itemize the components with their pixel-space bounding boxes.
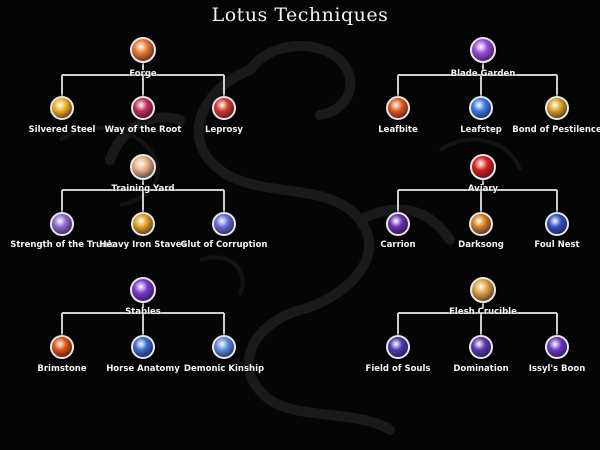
root-icon[interactable] xyxy=(131,96,155,120)
demonic-kinship-icon[interactable] xyxy=(212,335,236,359)
tree-parent-label: Stables xyxy=(125,307,161,317)
technique-label: Issyl's Boon xyxy=(528,364,586,374)
carrion-icon[interactable] xyxy=(386,212,410,236)
training-yard-icon[interactable] xyxy=(130,154,156,180)
technique-label: Brimstone xyxy=(37,364,87,374)
technique-label: Carrion xyxy=(380,240,416,250)
trunk-icon[interactable] xyxy=(50,212,74,236)
aviary-icon[interactable] xyxy=(470,154,496,180)
technique-label: Darksong xyxy=(458,240,504,250)
brimstone-icon[interactable] xyxy=(50,335,74,359)
horse-anatomy-icon[interactable] xyxy=(131,335,155,359)
flesh-crucible-icon[interactable] xyxy=(470,277,496,303)
technique-label: Leafstep xyxy=(460,125,502,135)
tree-parent-label: Blade Garden xyxy=(450,69,516,79)
issyl-boon-icon[interactable] xyxy=(545,335,569,359)
tree-parent-label: Aviary xyxy=(467,184,499,194)
darksong-icon[interactable] xyxy=(469,212,493,236)
technique-label: Silvered Steel xyxy=(28,125,96,135)
technique-label: Field of Souls xyxy=(365,364,431,374)
tree-parent-label: Flesh Crucible xyxy=(449,307,517,317)
technique-label: Heavy Iron Staves xyxy=(99,240,187,250)
tree-parent-label: Forge xyxy=(129,69,157,79)
domination-icon[interactable] xyxy=(469,335,493,359)
technique-label: Glut of Corruption xyxy=(180,240,268,250)
technique-label: Leprosy xyxy=(205,125,243,135)
leafbite-icon[interactable] xyxy=(386,96,410,120)
technique-label: Bond of Pestilence xyxy=(512,125,600,135)
field-of-souls-icon[interactable] xyxy=(386,335,410,359)
blade-garden-icon[interactable] xyxy=(470,37,496,63)
staves-icon[interactable] xyxy=(131,212,155,236)
technique-label: Demonic Kinship xyxy=(183,364,265,374)
stables-icon[interactable] xyxy=(130,277,156,303)
technique-label: Horse Anatomy xyxy=(106,364,180,374)
corruption-icon[interactable] xyxy=(212,212,236,236)
pestilence-icon[interactable] xyxy=(545,96,569,120)
technique-label: Foul Nest xyxy=(534,240,580,250)
page-title: Lotus Techniques xyxy=(211,4,389,26)
technique-label: Strength of the Trunk xyxy=(10,240,114,250)
silvered-steel-icon[interactable] xyxy=(50,96,74,120)
tree-parent-label: Training Yard xyxy=(111,184,175,194)
technique-label: Way of the Root xyxy=(104,125,182,135)
leprosy-icon[interactable] xyxy=(212,96,236,120)
technique-label: Leafbite xyxy=(378,125,418,135)
technique-label: Domination xyxy=(453,364,509,374)
leafstep-icon[interactable] xyxy=(469,96,493,120)
forge-fire-icon[interactable] xyxy=(130,37,156,63)
foul-nest-icon[interactable] xyxy=(545,212,569,236)
